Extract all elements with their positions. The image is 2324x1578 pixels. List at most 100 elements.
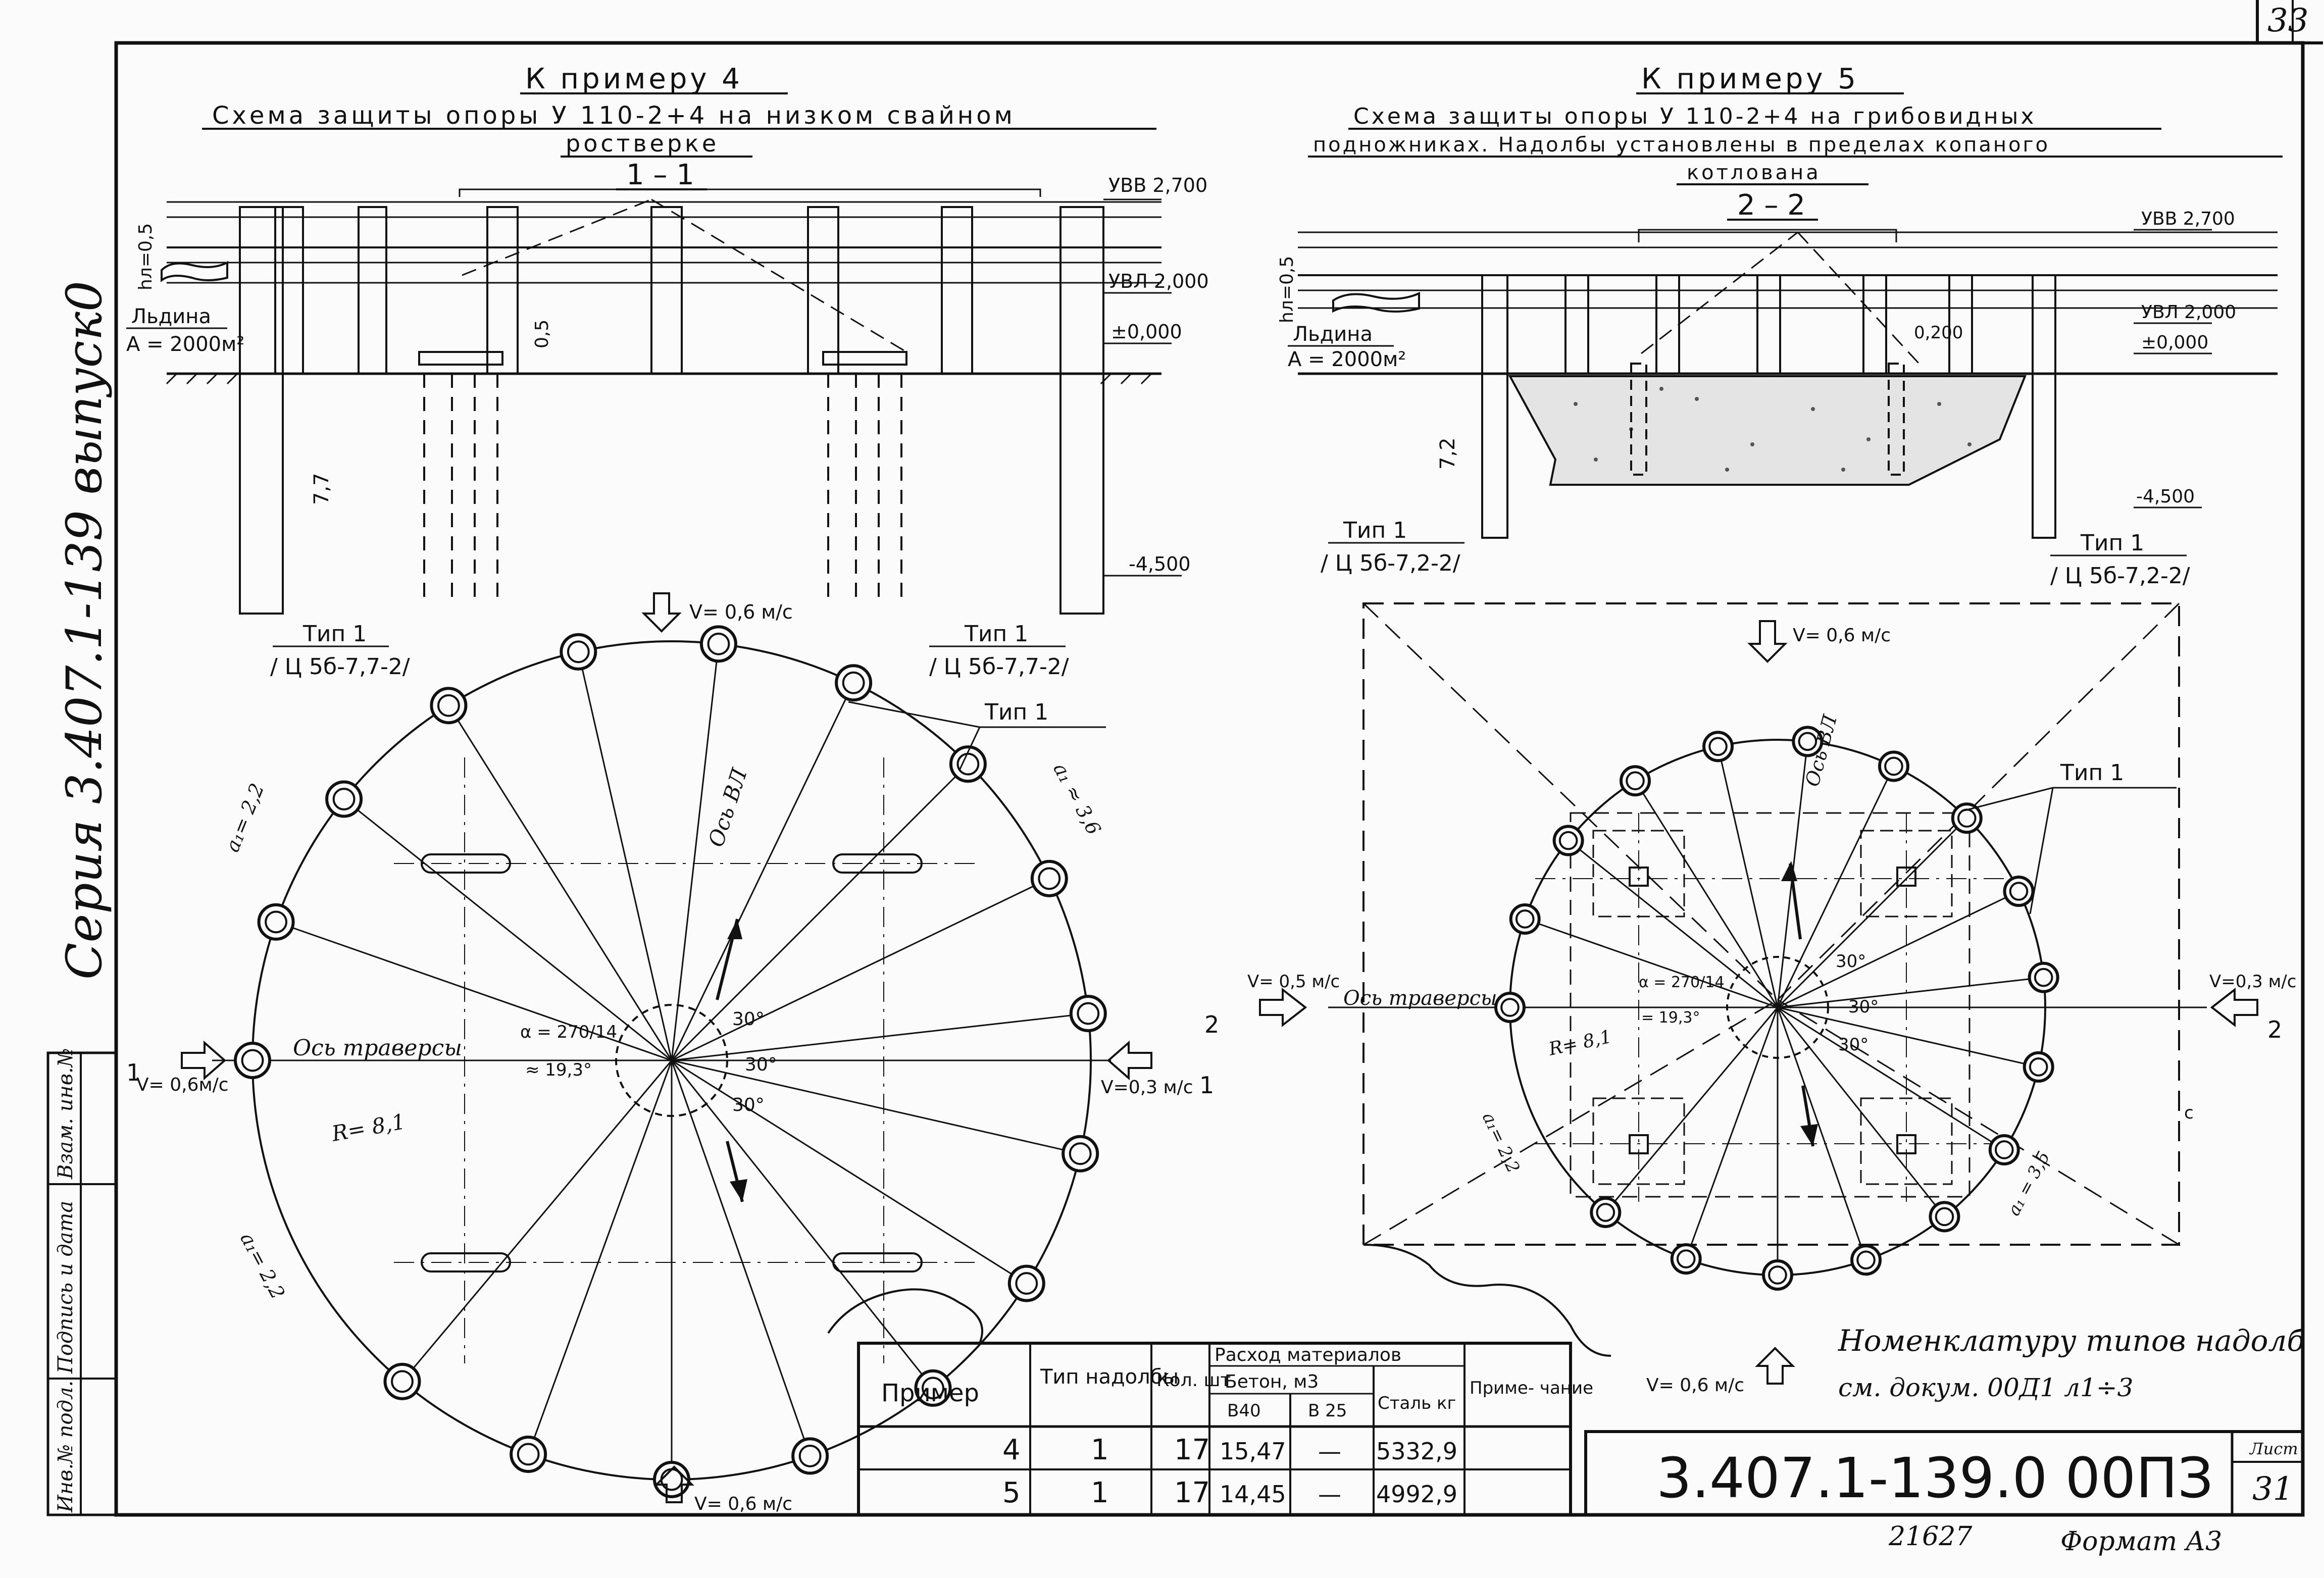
section-2-2-piles	[1481, 274, 2056, 539]
plan5-ray	[1777, 890, 2019, 1008]
inventory-number: 21627	[1888, 1521, 1973, 1552]
plan4-section-mark-left: 1	[126, 1059, 141, 1086]
table-cell-steel: 4992,9	[1376, 1481, 1457, 1508]
plan4-pile	[510, 1435, 547, 1473]
plan4-a-36: a₁ ≈ 3,6	[1049, 759, 1105, 839]
plan4-pile	[234, 1042, 271, 1079]
plan4-pile	[653, 1461, 690, 1498]
plan4-a-22-top: a₁= 2,2	[221, 780, 269, 855]
plan5-ray	[1777, 977, 2044, 1008]
table-header-qty: Кол. шт	[1156, 1370, 1231, 1391]
table-cell-b25: —	[1318, 1438, 1341, 1465]
plan5-v-right: V=0,3 м/с	[2209, 972, 2296, 992]
sheet-number: 31	[2252, 1470, 2293, 1508]
plan4-pile	[699, 625, 737, 663]
sheet-label: Лист	[2249, 1439, 2298, 1458]
ex5-type-code: / Ц 5б-7,2-2/	[1321, 550, 1460, 576]
document-designation: 3.407.1-139.0 00ПЗ	[1656, 1446, 2213, 1510]
plan4-ray	[671, 644, 720, 1061]
plan4-pile	[257, 903, 295, 941]
section-1-1-label: 1 – 1	[626, 159, 694, 191]
plan4-angle-30-c: 30°	[732, 1095, 765, 1115]
plan4-traverse-axis: Ось траверсы	[293, 1035, 462, 1061]
plan5-pile	[1620, 765, 1651, 797]
ex4-dim-77: 7,7	[310, 473, 333, 505]
plan4-v-top: V= 0,6 м/с	[689, 601, 793, 623]
plan5-traverse-axis: Ось траверсы	[1343, 987, 1497, 1010]
plan5-angle-30-a: 30°	[1836, 951, 1866, 972]
side-stamp: Инв.№ подл. Подпись и дата Взам. инв.№	[46, 1048, 118, 1516]
ex4-type-code-right: / Ц 5б-7,7-2/	[929, 654, 1069, 680]
table-header-b25: В 25	[1308, 1401, 1347, 1421]
plan4-alpha2: ≈ 19,3°	[525, 1060, 592, 1080]
plan5-ray	[1777, 766, 1895, 1008]
ex5-uvl: УВЛ 2,000	[2141, 302, 2236, 323]
plan5-pile	[1590, 1197, 1622, 1229]
plan4-pile	[791, 1437, 829, 1475]
plan5-pile	[1988, 1134, 2020, 1165]
plan4-pile	[914, 1369, 952, 1407]
table-cell-type: 1	[1091, 1434, 1109, 1466]
table-cell-type: 1	[1091, 1477, 1109, 1509]
plan4-pile	[1007, 1264, 1045, 1302]
example5-title: К примеру 5	[1641, 63, 1859, 95]
plan4-ray	[276, 921, 672, 1061]
plan4-ray	[671, 1059, 1081, 1155]
plan-example5: V= 0,6 м/с V= 0,5 м/с V=0,3 м/с V= 0,6 м…	[1204, 602, 2296, 1396]
plan4-pile	[325, 780, 363, 818]
plan5-v-bottom: V= 0,6 м/с	[1646, 1375, 1744, 1396]
ex4-uvl: УВЛ 2,000	[1108, 270, 1209, 292]
plan4-v-bottom: V= 0,6 м/с	[694, 1494, 792, 1514]
table-header-type: Тип надолбы	[1040, 1365, 1179, 1389]
plan4-ray	[401, 1060, 673, 1382]
ex4-ice-height: hл=0,5	[135, 223, 156, 290]
plan5-ray	[1685, 1007, 1779, 1259]
plan4-angle-30-b: 30°	[745, 1054, 777, 1075]
stamp-signature: Подпись и дата	[54, 1201, 77, 1374]
example4-subtitle-1: Схема защиты опоры У 110-2+4 на низком с…	[212, 101, 1016, 130]
ex5-ice-height: hл=0,5	[1277, 256, 1297, 323]
plan5-a-22: a₁= 2,2	[1478, 1109, 1524, 1176]
section-1-1-piles	[239, 206, 1104, 615]
plan4-ray	[343, 798, 672, 1061]
plan5-v-left: V= 0,5 м/с	[1247, 972, 1340, 992]
plan4-ray	[671, 1059, 1027, 1284]
sheet-format: Формат А3	[2060, 1526, 2222, 1557]
plan5-ray	[1525, 918, 1778, 1008]
table-cell-b40: 14,45	[1220, 1481, 1286, 1508]
plan5-angle-30-c: 30°	[1838, 1035, 1868, 1055]
plan5-pile	[2003, 876, 2035, 907]
plan4-pile	[560, 633, 597, 671]
plan5-ray	[1777, 1007, 1867, 1260]
ex4-ice-area: A = 2000м²	[126, 333, 244, 356]
plan5-ray	[1634, 780, 1779, 1008]
ex4-ice-label: Льдина	[131, 305, 211, 328]
series-label: Серия 3.407.1-139 выпуск0	[56, 281, 113, 980]
plan5-pile	[1670, 1243, 1702, 1275]
ex5-uvv: УВВ 2,700	[2141, 209, 2235, 229]
ex5-type-code-right: / Ц 5б-7,2-2/	[2050, 563, 2190, 589]
table-header-note: Приме- чание	[1470, 1378, 1593, 1398]
ex5-dim-02: 0,200	[1914, 323, 1963, 343]
example4-subtitle-2: ростверке	[566, 130, 719, 157]
plan5-type1: Тип 1	[2060, 760, 2124, 786]
ex4-type-label: Тип 1	[302, 621, 367, 647]
plan4-ray	[671, 878, 1050, 1061]
ex5-type-label: Тип 1	[1343, 518, 1407, 543]
plan5-ray	[1568, 840, 1778, 1008]
materials-table: Пример Тип надолбы Кол. шт Расход матери…	[857, 1342, 1593, 1516]
plan5-pile	[1850, 1244, 1882, 1276]
ex4-zero: ±0,000	[1111, 321, 1182, 343]
plan4-alpha1: α = 270/14	[520, 1022, 617, 1042]
example5-subtitle-1: Схема защиты опоры У 110-2+4 на грибовид…	[1353, 104, 2036, 129]
section-1-1: 1 – 1	[126, 159, 1209, 680]
plan4-pile	[1069, 995, 1107, 1033]
plan5-pile	[1509, 903, 1541, 935]
ex5-type-label-right: Тип 1	[2080, 530, 2144, 556]
ex5-bottom: -4,500	[2136, 486, 2195, 507]
plan5-pile	[1878, 750, 1909, 782]
plan5-ray	[1605, 1007, 1779, 1213]
plan4-section-mark-right: 1	[1199, 1072, 1214, 1099]
table-header-concrete: Бетон, м3	[1225, 1371, 1319, 1392]
